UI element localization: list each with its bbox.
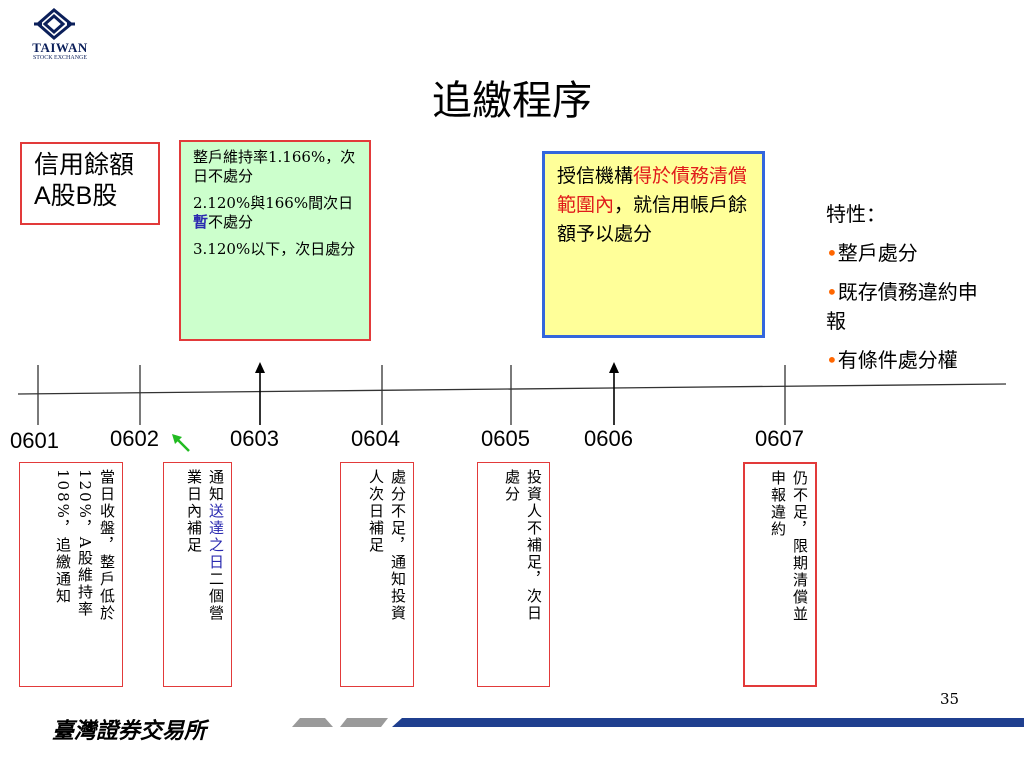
note-0602-col1: 通知送達之日二個營: [207, 469, 225, 686]
yellow-box-part3: ，就信用帳戶餘額予以處分: [557, 194, 748, 245]
note-0601-col3: 108%，追繳通知: [54, 469, 72, 605]
note-0604-col2: 人次日補足: [367, 469, 385, 554]
note-0605-col1: 投資人不補足，次日: [525, 469, 543, 622]
feature-item-text: 有條件處分權: [837, 348, 958, 372]
note-0602-col2: 業日內補足: [185, 469, 203, 554]
bullet-icon: •: [826, 241, 838, 265]
note-0602-col1-c: 二個營: [207, 571, 225, 622]
arrow-head-0606: [609, 362, 619, 373]
note-0601-col1: 當日收盤，整戶低於: [98, 469, 116, 622]
date-0605: 0605: [481, 426, 530, 451]
note-0607-col2: 申報違約: [769, 470, 787, 538]
footer-org-name: 臺灣證券交易所: [52, 718, 207, 744]
note-0601-col2: 120%，A股維持率: [76, 469, 94, 618]
green-box-item2-c: 不處分: [208, 213, 254, 231]
date-0601: 0601: [10, 428, 59, 453]
green-box-item2-a: 2.120%與166%間次日: [193, 194, 354, 212]
green-box-item3: 3.120%以下，次日處分: [193, 240, 356, 258]
note-0607: 仍不足，限期清償並 申報違約: [743, 462, 817, 687]
features-list: 特性： •整戶處分 •既存債務違約申報 •有條件處分權: [826, 200, 996, 375]
bullet-icon: •: [826, 348, 838, 372]
credit-balance-box: 信用餘額 A股B股: [20, 142, 160, 225]
features-heading: 特性：: [826, 202, 886, 226]
note-0604: 處分不足，通知投資 人次日補足: [340, 462, 414, 687]
green-box-item1: 整戶維持率1.166%，次日不處分: [193, 148, 356, 185]
twse-logo-icon: [34, 8, 75, 40]
bullet-icon: •: [826, 280, 838, 304]
credit-box-line2: A股B股: [34, 182, 118, 210]
feature-item-text: 既存債務違約申報: [826, 280, 978, 333]
date-0606: 0606: [584, 426, 633, 451]
green-box-item2-b: 暫: [193, 213, 209, 231]
yellow-box-part1: 授信機構: [557, 165, 634, 187]
timeline-axis: [17, 383, 1007, 395]
maintenance-ratio-box: 整戶維持率1.166%，次日不處分 2.120%與166%間次日暫不處分 3.1…: [179, 140, 371, 341]
footer-navy-bar: [392, 718, 1024, 727]
green-box-item2: 2.120%與166%間次日暫不處分: [193, 194, 365, 232]
feature-item: •整戶處分: [826, 239, 996, 268]
note-0601: 當日收盤，整戶低於 120%，A股維持率 108%，追繳通知: [19, 462, 123, 687]
date-0604: 0604: [351, 426, 400, 451]
feature-item: •有條件處分權: [826, 346, 996, 375]
logo-line1: TAIWAN: [32, 40, 88, 55]
logo-line2: STOCK EXCHANGE: [32, 55, 88, 61]
yellow-box-part2: 得於債務清償範圍內: [557, 165, 748, 216]
note-0605: 投資人不補足，次日 處分: [477, 462, 550, 687]
green-arrow-head-icon: [172, 434, 182, 444]
feature-item-text: 整戶處分: [837, 241, 918, 265]
date-0607: 0607: [755, 426, 804, 451]
footer-stripe-2: [340, 718, 388, 727]
arrow-head-0603: [255, 362, 265, 373]
footer-stripe-1: [292, 718, 333, 727]
logo-text: TAIWAN STOCK EXCHANGE: [20, 40, 100, 61]
credit-institution-box: 授信機構得於債務清償範圍內，就信用帳戶餘額予以處分: [542, 151, 765, 338]
note-0604-col1: 處分不足，通知投資: [389, 469, 407, 622]
date-0602: 0602: [110, 426, 159, 451]
note-0602-col1-a: 通知: [207, 469, 225, 503]
page-number: 35: [940, 690, 960, 708]
note-0605-col2: 處分: [503, 469, 521, 503]
note-0602: 通知送達之日二個營 業日內補足: [163, 462, 232, 687]
note-0602-col1-b: 送達之日: [207, 503, 225, 571]
credit-box-line1: 信用餘額: [34, 151, 135, 179]
date-0603: 0603: [230, 426, 279, 451]
feature-item: •既存債務違約申報: [826, 278, 996, 336]
note-0607-col1: 仍不足，限期清償並: [791, 470, 809, 623]
page-title: 追繳程序: [432, 78, 592, 124]
